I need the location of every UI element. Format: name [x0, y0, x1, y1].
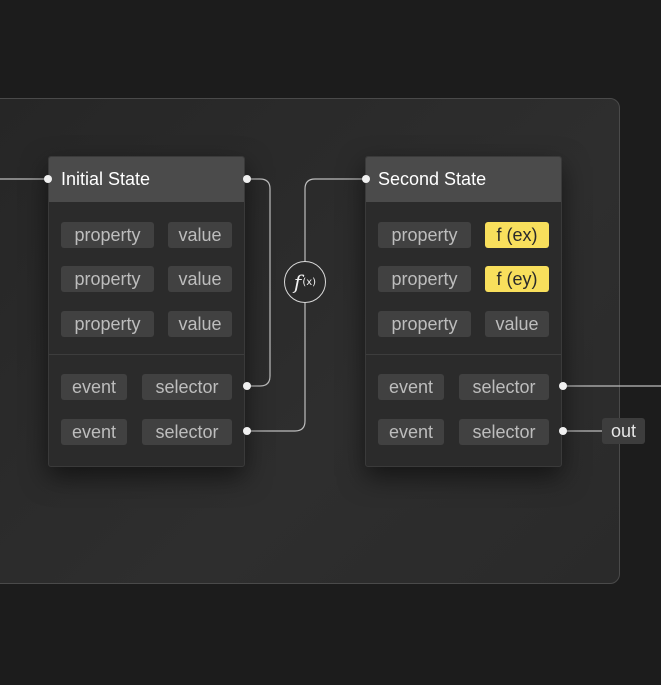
selector-chip[interactable]: selector: [459, 374, 549, 400]
property-row: property value: [49, 311, 244, 337]
output-label[interactable]: out: [602, 418, 646, 444]
property-row: property value: [49, 266, 244, 292]
function-symbol: f: [293, 270, 302, 294]
function-node-icon[interactable]: f(x): [284, 261, 326, 303]
output-port-second-event2[interactable]: [559, 427, 567, 435]
property-chip[interactable]: property: [378, 266, 471, 292]
property-chip[interactable]: property: [378, 222, 471, 248]
node-title: Second State: [366, 157, 561, 202]
function-arg: (x): [302, 276, 317, 288]
node-title: Initial State: [49, 157, 244, 202]
value-chip[interactable]: value: [168, 311, 232, 337]
value-chip[interactable]: value: [485, 311, 549, 337]
event-row: event selector: [49, 419, 244, 445]
event-chip[interactable]: event: [61, 419, 127, 445]
event-row: event selector: [49, 374, 244, 400]
property-chip[interactable]: property: [378, 311, 471, 337]
function-value-chip[interactable]: f (ey): [485, 266, 549, 292]
property-chip[interactable]: property: [61, 311, 154, 337]
output-port-second-event1[interactable]: [559, 382, 567, 390]
section-divider: [49, 354, 244, 355]
node-initial-state[interactable]: Initial State property value property va…: [48, 156, 245, 467]
event-row: event selector: [366, 374, 561, 400]
value-chip[interactable]: value: [168, 266, 232, 292]
property-row: property value: [366, 311, 561, 337]
input-port-second[interactable]: [362, 175, 370, 183]
selector-chip[interactable]: selector: [142, 374, 232, 400]
input-port-initial[interactable]: [44, 175, 52, 183]
property-row: property f (ey): [366, 266, 561, 292]
section-divider: [366, 354, 561, 355]
property-row: property value: [49, 222, 244, 248]
event-row: event selector: [366, 419, 561, 445]
value-chip[interactable]: value: [168, 222, 232, 248]
node-second-state[interactable]: Second State property f (ex) property f …: [365, 156, 562, 467]
selector-chip[interactable]: selector: [459, 419, 549, 445]
event-chip[interactable]: event: [61, 374, 127, 400]
property-row: property f (ex): [366, 222, 561, 248]
event-chip[interactable]: event: [378, 374, 444, 400]
property-chip[interactable]: property: [61, 222, 154, 248]
output-port-initial-header[interactable]: [243, 175, 251, 183]
selector-chip[interactable]: selector: [142, 419, 232, 445]
output-port-initial-event2[interactable]: [243, 427, 251, 435]
output-port-initial-event1[interactable]: [243, 382, 251, 390]
function-value-chip[interactable]: f (ex): [485, 222, 549, 248]
property-chip[interactable]: property: [61, 266, 154, 292]
event-chip[interactable]: event: [378, 419, 444, 445]
